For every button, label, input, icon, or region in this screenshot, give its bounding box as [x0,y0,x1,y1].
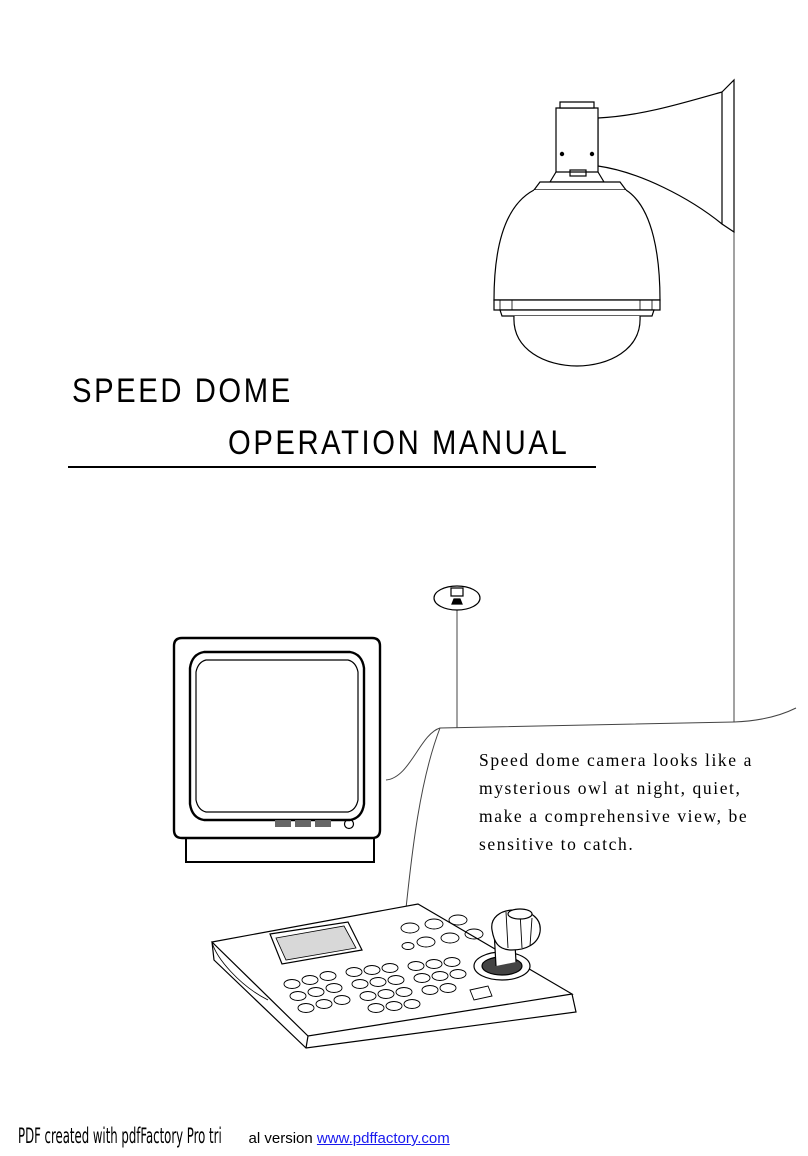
title-line-1: SPEED DOME [72,372,293,410]
footer-creator-text: PDF created with pdfFactory Pro tri [18,1124,222,1148]
title-underline [68,466,596,468]
keyboard-number-keys [283,957,467,1013]
crt-monitor [172,636,382,863]
tagline-line-1: Speed dome camera looks like a [479,750,753,770]
tagline: Speed dome camera looks like a mysteriou… [479,746,779,858]
wall-mount-bracket [548,78,735,234]
ptz-keyboard-controller [210,903,577,1049]
joystick [473,908,541,981]
footer-link[interactable]: www.pdffactory.com [316,1130,450,1147]
tagline-line-4: sensitive to catch. [479,834,635,854]
tagline-line-3: make a comprehensive view, be [479,806,749,826]
keyboard-cable [404,727,441,919]
connection-cables [385,222,797,919]
title-line-2: OPERATION MANUAL [228,424,570,462]
tagline-line-2: mysterious owl at night, quiet, [479,778,742,798]
speed-dome-camera [493,181,661,367]
ceiling-mount [433,585,481,611]
footer-version-text: al version [248,1130,317,1147]
keyboard-top-keys [400,914,484,950]
pdf-footer: PDF created with pdfFactory Pro tri al ve… [18,1124,450,1148]
keyboard-enter-key [469,985,493,1001]
